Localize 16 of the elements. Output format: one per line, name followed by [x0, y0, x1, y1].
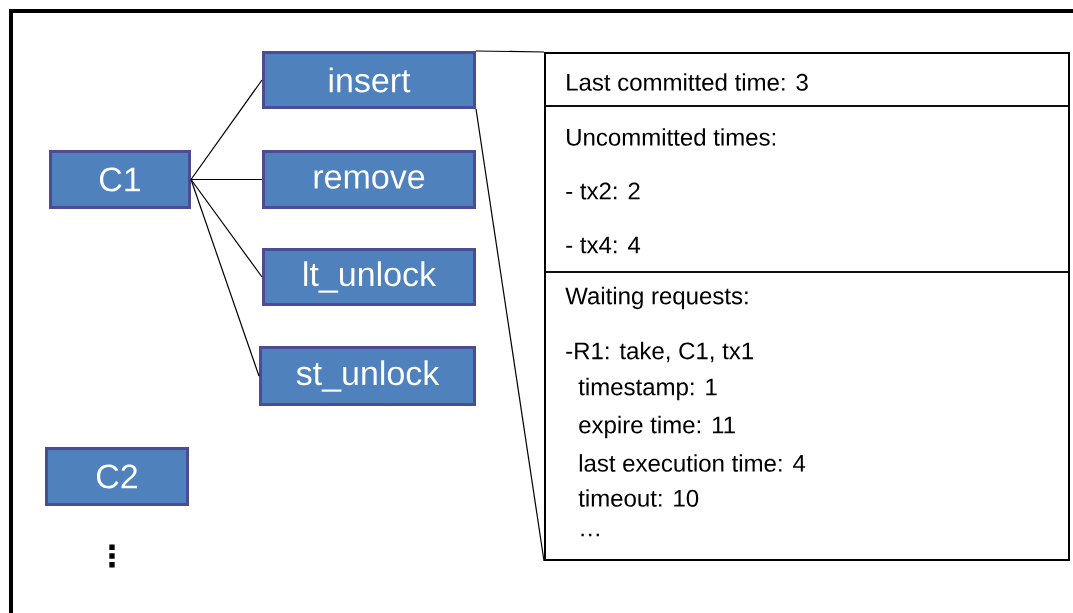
panel-section: Last committed time: 3 — [544, 52, 1070, 107]
process-box: lt_unlock — [262, 248, 476, 306]
process-box: C2 — [45, 447, 189, 506]
connector-line — [190, 79, 263, 181]
connector-line — [190, 178, 263, 278]
connector-line — [475, 108, 545, 562]
process-box: st_unlock — [259, 346, 476, 406]
connector-line — [475, 50, 545, 53]
ellipsis: ⋮ — [109, 544, 115, 568]
panel-section: Uncommitted times: - tx2: 2 - tx4: 4 — [544, 105, 1070, 273]
connector-line — [190, 178, 260, 377]
panel-section: Waiting requests: -R1: take, C1, tx1 timestamp: 1 expire time: 11 last execution time: 4 timeout: 10 … — [544, 271, 1070, 561]
connector-line — [190, 178, 263, 181]
process-box: insert — [262, 51, 476, 109]
process-box: remove — [262, 150, 476, 209]
process-box: C1 — [49, 150, 191, 209]
